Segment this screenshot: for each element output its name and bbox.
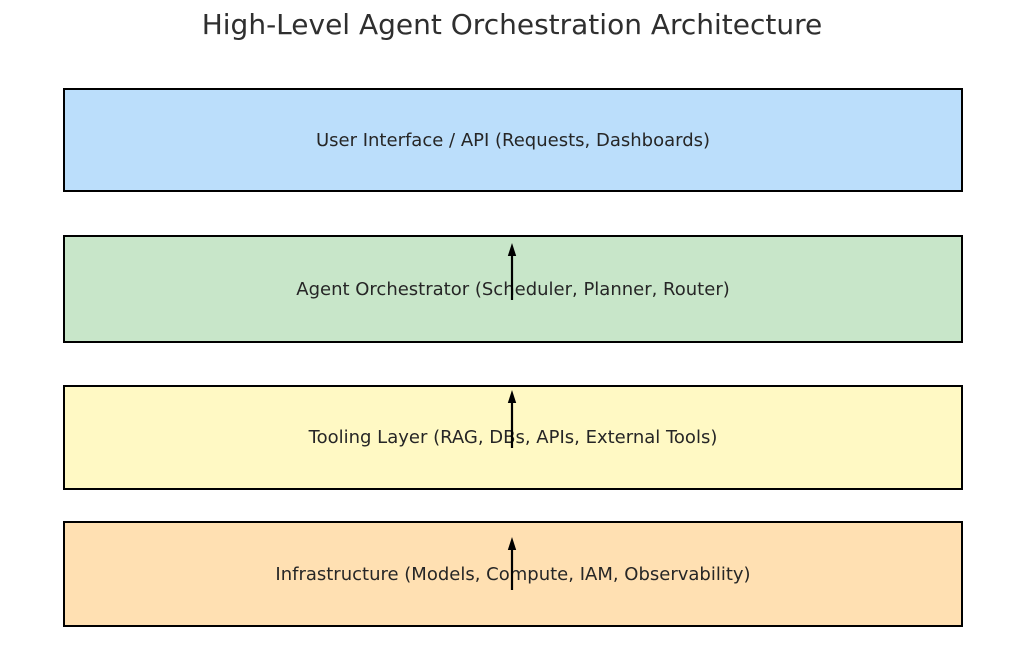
layer-box-user-interface: User Interface / API (Requests, Dashboar… (63, 88, 963, 192)
layer-label-tooling-layer: Tooling Layer (RAG, DBs, APIs, External … (308, 427, 718, 448)
layer-box-agent-orchestrator: Agent Orchestrator (Scheduler, Planner, … (63, 235, 963, 343)
diagram-title: High-Level Agent Orchestration Architect… (201, 8, 823, 41)
layer-box-infrastructure: Infrastructure (Models, Compute, IAM, Ob… (63, 521, 963, 627)
layer-label-user-interface: User Interface / API (Requests, Dashboar… (315, 129, 711, 151)
layer-box-tooling-layer: Tooling Layer (RAG, DBs, APIs, External … (63, 385, 963, 490)
layer-label-infrastructure: Infrastructure (Models, Compute, IAM, Ob… (275, 563, 751, 585)
layer-label-agent-orchestrator: Agent Orchestrator (Scheduler, Planner, … (296, 278, 730, 300)
